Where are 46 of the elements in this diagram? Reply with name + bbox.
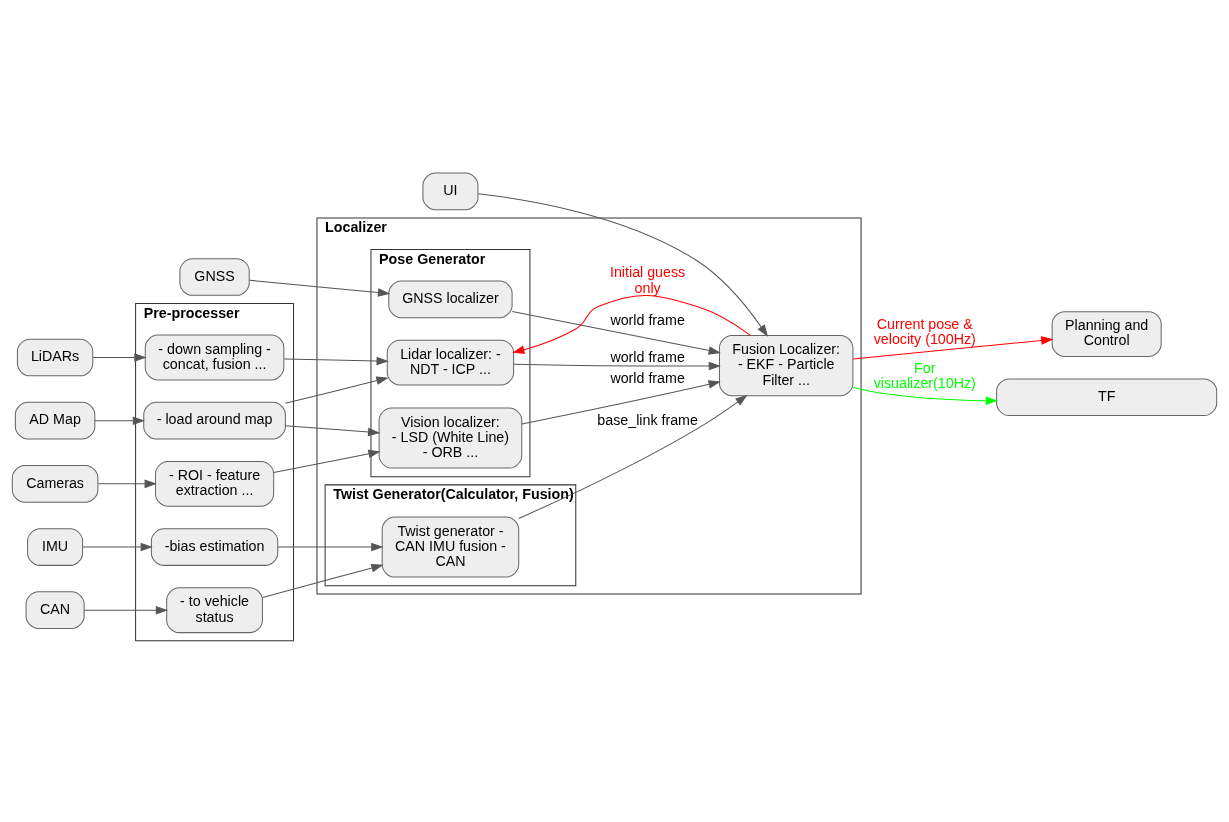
edge-label: For visualizer(10Hz) xyxy=(873,359,976,392)
node-box: GNSS localizer xyxy=(388,280,513,319)
node-box: Fusion Localizer: - EKF - Particle Filter ... xyxy=(718,335,854,397)
node-box: TF xyxy=(996,378,1218,417)
node-box: GNSS xyxy=(179,258,250,296)
arrow xyxy=(284,425,381,437)
node-box: Lidar localizer: - NDT - ICP ... xyxy=(386,339,515,386)
arrow xyxy=(97,479,157,489)
node-box: IMU xyxy=(27,528,84,566)
edge-label: base_link frame xyxy=(597,411,698,428)
arrow xyxy=(852,336,1054,360)
node-box: - ROI - feature extraction ... xyxy=(154,460,275,507)
node-box: - to vehicle status xyxy=(166,587,263,634)
node-box: UI xyxy=(422,172,479,211)
edge-label: world frame xyxy=(610,370,685,387)
arrow xyxy=(477,193,768,337)
arrow xyxy=(284,376,389,404)
arrow xyxy=(277,542,384,552)
node-box: - load around map xyxy=(143,401,286,440)
node-box: AD Map xyxy=(14,401,96,440)
arrow xyxy=(511,311,721,355)
arrow xyxy=(262,563,384,598)
arrow xyxy=(283,356,389,366)
node-box: Planning and Control xyxy=(1051,311,1162,357)
node-box: Twist generator - CAN IMU fusion - CAN xyxy=(381,516,520,578)
node-box: -bias estimation xyxy=(150,528,279,566)
node-box: Cameras xyxy=(11,465,99,503)
node-box: Vision localizer: - LSD (White Line) - ORB ... xyxy=(378,407,523,469)
arrow xyxy=(513,361,721,371)
arrow xyxy=(852,387,998,405)
arrow xyxy=(83,605,169,615)
edge-label: world frame xyxy=(610,348,685,365)
node-box: CAN xyxy=(25,591,85,630)
edge-label: Initial guess only xyxy=(609,264,686,296)
node-box: LiDARs xyxy=(16,338,94,377)
edge-label: Current pose & velocity (100Hz) xyxy=(873,316,976,348)
arrow xyxy=(92,353,147,362)
arrow xyxy=(521,380,721,425)
arrow xyxy=(249,279,391,297)
arrow xyxy=(512,294,751,354)
arrow xyxy=(518,394,748,519)
edge-label: world frame xyxy=(610,312,685,329)
arrow xyxy=(82,542,153,552)
node-box: - down sampling - concat, fusion ... xyxy=(144,334,285,381)
arrow xyxy=(273,449,381,473)
arrow xyxy=(94,416,146,425)
